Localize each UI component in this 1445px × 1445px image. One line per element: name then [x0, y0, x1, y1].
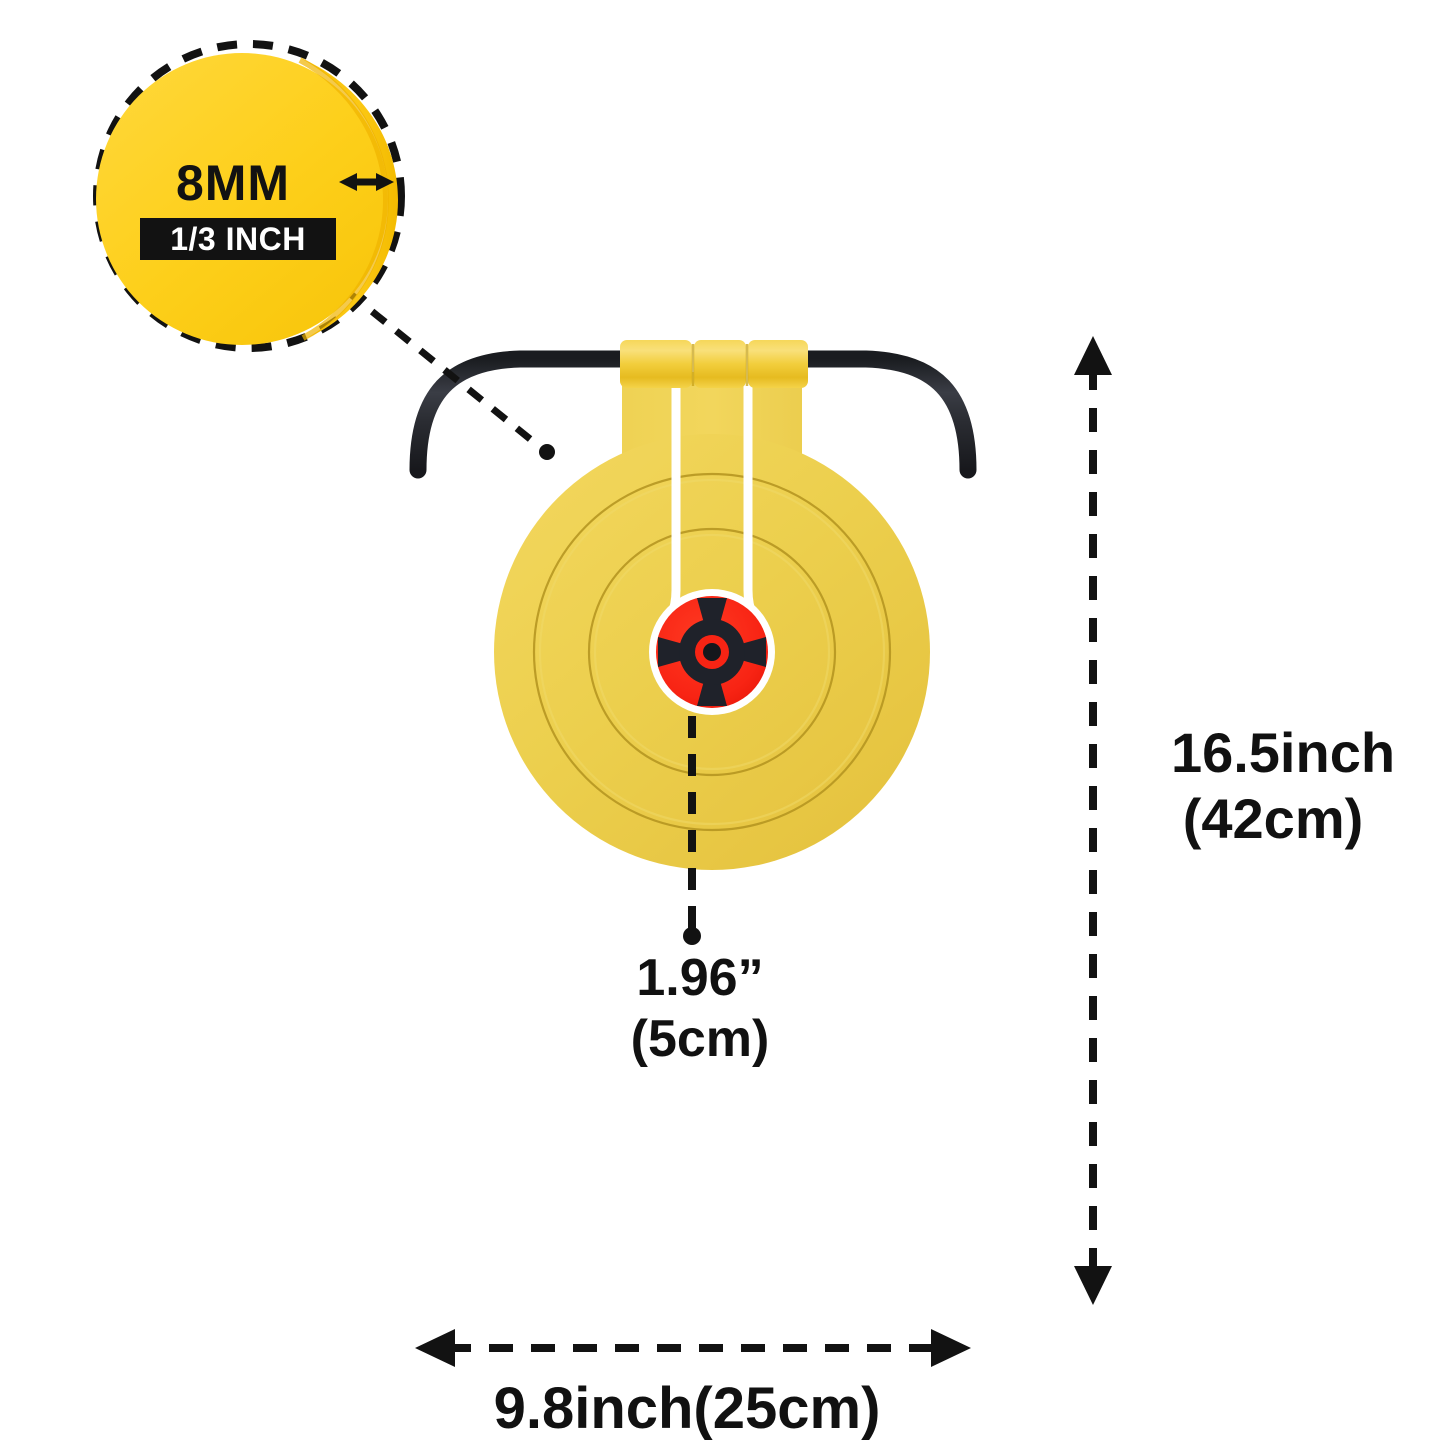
- overall-width-label: 9.8inch(25cm): [494, 1376, 881, 1441]
- bullseye: [649, 589, 775, 715]
- scoring-ring-mid-highlight: [593, 533, 831, 771]
- target-scoring-rings: [532, 472, 892, 832]
- width-arrow-head-left: [415, 1329, 455, 1367]
- stand-left-shoulder: [409, 350, 649, 479]
- callout-inch-bar: [140, 218, 336, 260]
- height-arrow-head-top: [1074, 336, 1112, 375]
- width-arrow-head-right: [931, 1329, 971, 1367]
- overall-width-dimension: [415, 1329, 971, 1367]
- thickness-arrow-icon: [339, 173, 394, 191]
- thickness-arrow-head-right: [376, 173, 394, 191]
- height-arrow-head-bottom: [1074, 1266, 1112, 1305]
- overall-height-imperial: 16.5inch: [1171, 721, 1395, 784]
- callout-disc-body: [96, 53, 388, 345]
- bullseye-center-dot: [703, 643, 721, 661]
- callout-inch-label: 1/3 INCH: [170, 221, 306, 257]
- thickness-arrow-head-left: [339, 173, 357, 191]
- callout-leader-dashes: [345, 289, 543, 450]
- callout-leader-dot: [539, 444, 555, 460]
- hinge-segment-right: [748, 340, 808, 388]
- hinge-segment-left: [620, 340, 692, 388]
- callout-disc-edge-seam: [298, 57, 390, 341]
- hinge-segment-center: [694, 340, 746, 388]
- overall-height-dimension: [1074, 336, 1112, 1305]
- stand-right-shoulder: [777, 350, 977, 479]
- scoring-ring-outer-highlight: [538, 478, 886, 826]
- bullseye-leader-dot: [683, 927, 701, 945]
- scoring-ring-mid: [587, 527, 837, 777]
- stand-frame: [409, 350, 977, 1305]
- plate-thickness-callout[interactable]: 8MM 1/3 INCH: [93, 40, 405, 352]
- bullseye-diameter-leader: [683, 716, 701, 945]
- target-plate-assembly: [494, 340, 930, 870]
- callout-leader-line: [345, 289, 555, 460]
- scoring-ring-outer: [532, 472, 892, 832]
- callout-mm-label: 8MM: [176, 155, 290, 211]
- overall-height-metric: (42cm): [1183, 787, 1364, 850]
- hinge-barrel: [620, 340, 808, 388]
- bullseye-diameter-metric: (5cm): [631, 1010, 770, 1068]
- bullseye-diameter-imperial: 1.96”: [636, 949, 763, 1007]
- callout-disc-edge: [300, 58, 398, 339]
